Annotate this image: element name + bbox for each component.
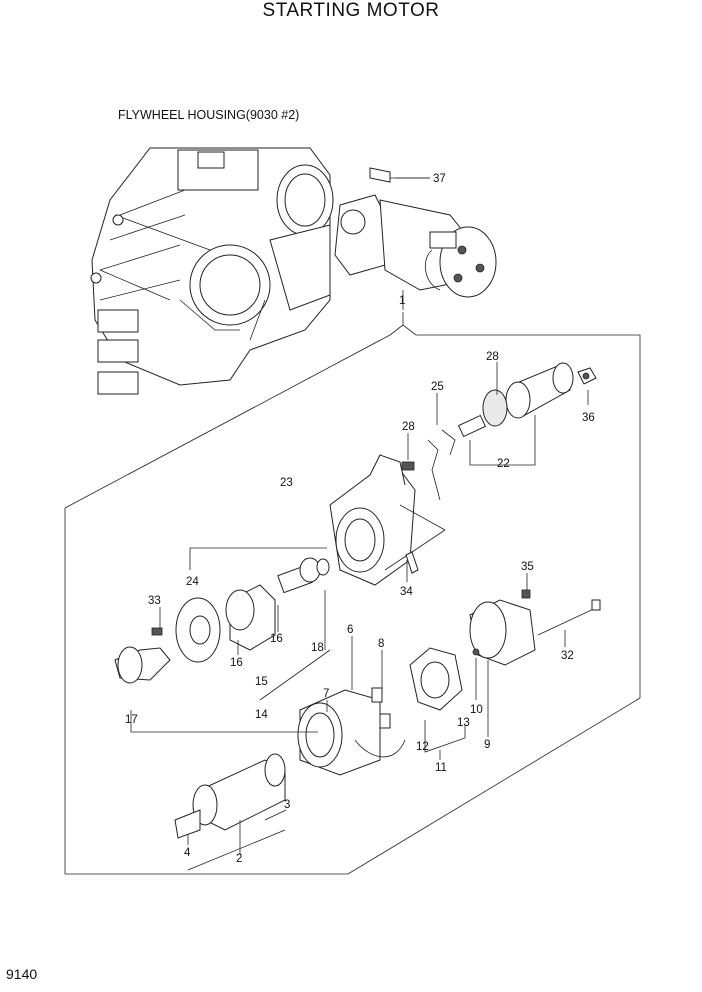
- callout-28: 28: [402, 421, 415, 433]
- callout-4: 4: [184, 847, 191, 859]
- callout-17: 17: [125, 714, 138, 726]
- callout-18: 18: [311, 642, 324, 654]
- callout-34: 34: [400, 586, 413, 598]
- callout-6: 6: [347, 624, 353, 636]
- callout-25: 25: [431, 381, 444, 393]
- callout-labels: 37 1 28 25 36 28 22 23 34 35 24 33 6 8 3…: [125, 173, 595, 865]
- callout-3: 3: [284, 799, 290, 811]
- flywheel-housing-label: FLYWHEEL HOUSING(9030 #2): [118, 108, 300, 122]
- flywheel-housing-drawing: [90, 147, 334, 395]
- callout-32: 32: [561, 650, 574, 662]
- exploded-view-frame: [64, 312, 641, 875]
- armature-drawing: [174, 753, 286, 839]
- callout-24: 24: [186, 576, 199, 588]
- drive-housing-drawing: [189, 454, 446, 586]
- callout-8: 8: [378, 638, 384, 650]
- callout-35: 35: [521, 561, 534, 573]
- yoke-drawing: [297, 687, 406, 776]
- callout-10: 10: [470, 704, 483, 716]
- callout-7: 7: [323, 688, 329, 700]
- callout-2: 2: [236, 853, 242, 865]
- callout-16-right: 16: [270, 633, 283, 645]
- callout-1: 1: [399, 295, 405, 307]
- callout-23: 23: [280, 477, 293, 489]
- page-number: 9140: [6, 966, 38, 982]
- pinion-parts-drawing: [114, 557, 330, 684]
- callout-15: 15: [255, 676, 268, 688]
- callout-22: 22: [497, 458, 510, 470]
- callout-16-left: 16: [230, 657, 243, 669]
- callout-28-top: 28: [486, 351, 499, 363]
- callout-14: 14: [255, 709, 268, 721]
- solenoid-group-drawing: [401, 362, 597, 501]
- brush-holder-drawing: [409, 647, 466, 753]
- callout-12: 12: [416, 741, 429, 753]
- callout-33: 33: [148, 595, 161, 607]
- callout-9: 9: [484, 739, 490, 751]
- callout-13: 13: [457, 717, 470, 729]
- end-cover-drawing: [469, 589, 601, 666]
- starter-assembly-drawing: [334, 167, 497, 298]
- leader-lines: [130, 177, 589, 871]
- callout-37: 37: [433, 173, 446, 185]
- callout-36: 36: [582, 412, 595, 424]
- callout-11: 11: [435, 762, 447, 774]
- page-title: STARTING MOTOR: [262, 0, 440, 21]
